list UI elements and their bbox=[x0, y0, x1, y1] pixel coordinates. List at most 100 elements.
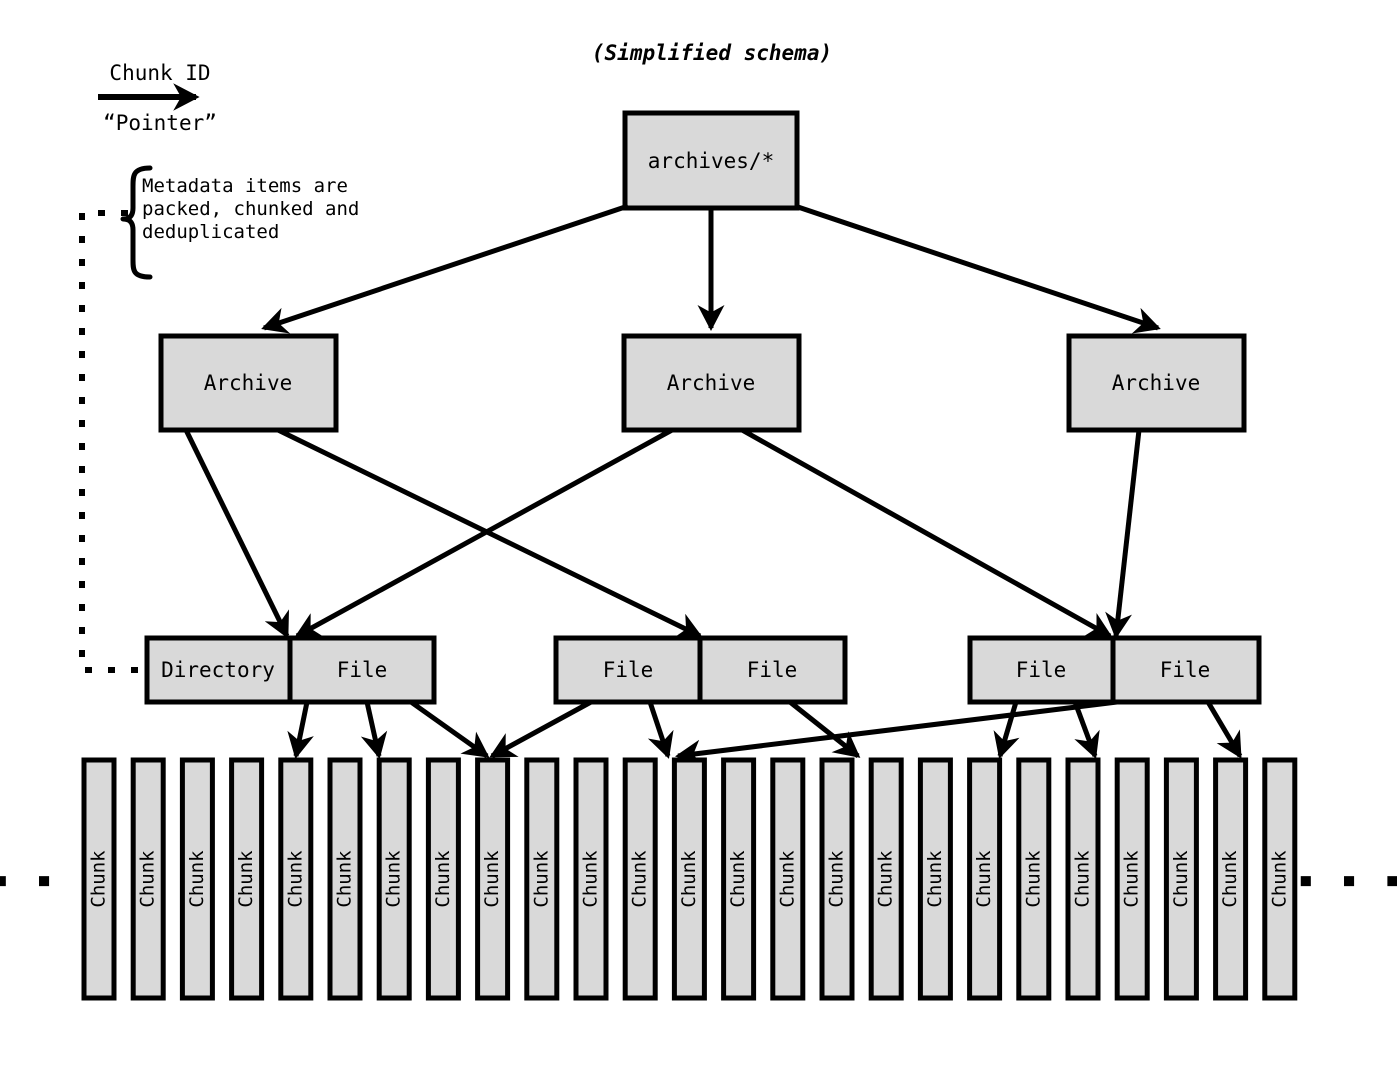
chunk-box[interactable] bbox=[1016, 757, 1052, 1001]
chunk-box[interactable] bbox=[81, 757, 117, 1001]
chunk-row: Chunk Chunk Chunk Chunk Chunk Chunk Chunk Chunk… bbox=[81, 757, 1298, 1001]
chunk-box[interactable] bbox=[475, 757, 511, 1001]
chunk-node[interactable]: Chunk bbox=[1065, 757, 1101, 1001]
edge-root-to-archive-1 bbox=[261, 203, 629, 334]
chunk-label: Chunk bbox=[924, 850, 946, 908]
chunks-right-ellipsis: ▪ ▪ ▪ bbox=[1298, 865, 1397, 895]
chunk-label: Chunk bbox=[186, 850, 208, 908]
chunk-node[interactable]: Chunk bbox=[1114, 757, 1150, 1001]
chunk-node[interactable]: Chunk bbox=[1016, 757, 1052, 1001]
chunk-box[interactable] bbox=[622, 757, 658, 1001]
chunk-node[interactable]: Chunk bbox=[179, 757, 215, 1001]
chunk-label: Chunk bbox=[826, 850, 848, 908]
chunk-box[interactable] bbox=[819, 757, 855, 1001]
archive-2-box[interactable] bbox=[621, 333, 802, 433]
chunk-label: Chunk bbox=[580, 850, 602, 908]
chunk-node[interactable]: Chunk bbox=[425, 757, 461, 1001]
edge-archive-3-to-group-3 bbox=[1105, 429, 1142, 639]
chunk-box[interactable] bbox=[130, 757, 166, 1001]
chunk-node[interactable]: Chunk bbox=[327, 757, 363, 1001]
chunk-label: Chunk bbox=[235, 850, 257, 908]
chunk-label: Chunk bbox=[284, 850, 306, 908]
chunk-node[interactable]: Chunk bbox=[1262, 757, 1298, 1001]
chunk-label: Chunk bbox=[481, 850, 503, 908]
chunk-box[interactable] bbox=[573, 757, 609, 1001]
item-group-2[interactable]: File File bbox=[553, 635, 848, 705]
chunk-box[interactable] bbox=[1114, 757, 1150, 1001]
archive-2-label: Archive bbox=[667, 371, 756, 395]
chunk-box[interactable] bbox=[376, 757, 412, 1001]
chunk-label: Chunk bbox=[334, 850, 356, 908]
chunk-box[interactable] bbox=[917, 757, 953, 1001]
chunk-box[interactable] bbox=[327, 757, 363, 1001]
item-to-chunk-edges bbox=[287, 699, 1243, 767]
chunk-box[interactable] bbox=[229, 757, 265, 1001]
archives-root-box[interactable] bbox=[622, 110, 800, 211]
chunk-node[interactable]: Chunk bbox=[671, 757, 707, 1001]
chunk-node[interactable]: Chunk bbox=[917, 757, 953, 1001]
chunk-box[interactable] bbox=[721, 757, 757, 1001]
edge-file2a-to-chunk-9 bbox=[489, 699, 593, 759]
node-archive-2[interactable]: Archive bbox=[621, 333, 802, 433]
chunk-box[interactable] bbox=[967, 757, 1003, 1001]
chunk-label: Chunk bbox=[530, 850, 552, 908]
chunk-node[interactable]: Chunk bbox=[81, 757, 117, 1001]
chunk-node[interactable]: Chunk bbox=[573, 757, 609, 1001]
legend-pointer-label: “Pointer” bbox=[103, 111, 217, 135]
chunk-label: Chunk bbox=[1170, 850, 1192, 908]
chunk-node[interactable]: Chunk bbox=[278, 757, 314, 1001]
chunk-node[interactable]: Chunk bbox=[524, 757, 560, 1001]
chunk-box[interactable] bbox=[179, 757, 215, 1001]
archive-3-label: Archive bbox=[1112, 371, 1201, 395]
chunk-box[interactable] bbox=[524, 757, 560, 1001]
item-file-1-label: File bbox=[337, 658, 388, 682]
edge-file1-to-chunk-7 bbox=[360, 701, 388, 759]
metadata-scope-dotted-bracket bbox=[79, 210, 151, 673]
chunk-box[interactable] bbox=[671, 757, 707, 1001]
chunk-label: Chunk bbox=[875, 850, 897, 908]
chunks-left-ellipsis: ▪ ▪ ▪ bbox=[0, 865, 101, 895]
chunk-node[interactable]: Chunk bbox=[1163, 757, 1199, 1001]
chunk-node[interactable]: Chunk bbox=[622, 757, 658, 1001]
chunk-node[interactable]: Chunk bbox=[376, 757, 412, 1001]
chunk-node[interactable]: Chunk bbox=[868, 757, 904, 1001]
chunk-node[interactable]: Chunk bbox=[1213, 757, 1249, 1001]
item-file-2a-label: File bbox=[603, 658, 654, 682]
chunk-box[interactable] bbox=[770, 757, 806, 1001]
node-archives-root[interactable]: archives/* bbox=[622, 110, 800, 211]
chunk-node[interactable]: Chunk bbox=[229, 757, 265, 1001]
page-title: (Simplified schema) bbox=[592, 41, 832, 65]
chunk-box[interactable] bbox=[278, 757, 314, 1001]
edge-file1-to-chunk-5 bbox=[287, 701, 314, 759]
chunk-node[interactable]: Chunk bbox=[475, 757, 511, 1001]
edge-archive-2-to-group-1 bbox=[294, 427, 674, 639]
node-archive-1[interactable]: Archive bbox=[158, 333, 339, 433]
chunk-box[interactable] bbox=[1213, 757, 1249, 1001]
chunk-box[interactable] bbox=[425, 757, 461, 1001]
edge-file1-to-chunk-9 bbox=[409, 699, 490, 759]
chunk-node[interactable]: Chunk bbox=[819, 757, 855, 1001]
chunk-label: Chunk bbox=[1022, 850, 1044, 908]
metadata-note-line-2: packed, chunked and bbox=[142, 198, 359, 220]
item-group-1[interactable]: Directory File bbox=[144, 635, 437, 705]
chunk-node[interactable]: Chunk bbox=[721, 757, 757, 1001]
edge-file2b-to-chunk-17 bbox=[788, 700, 861, 758]
chunk-box[interactable] bbox=[1163, 757, 1199, 1001]
node-archive-3[interactable]: Archive bbox=[1066, 333, 1247, 433]
chunk-box[interactable] bbox=[1262, 757, 1298, 1001]
chunk-label: Chunk bbox=[137, 850, 159, 908]
metadata-brace-icon bbox=[120, 165, 153, 280]
archive-3-box[interactable] bbox=[1066, 333, 1247, 433]
chunk-node[interactable]: Chunk bbox=[130, 757, 166, 1001]
archive-1-box[interactable] bbox=[158, 333, 339, 433]
chunk-node[interactable]: Chunk bbox=[967, 757, 1003, 1001]
archives-root-label: archives/* bbox=[648, 149, 774, 173]
chunk-box[interactable] bbox=[1065, 757, 1101, 1001]
chunk-box[interactable] bbox=[868, 757, 904, 1001]
chunk-node[interactable]: Chunk bbox=[770, 757, 806, 1001]
chunk-label: Chunk bbox=[629, 850, 651, 908]
item-group-3[interactable]: File File bbox=[967, 635, 1262, 705]
metadata-note-line-3: deduplicated bbox=[142, 221, 279, 243]
